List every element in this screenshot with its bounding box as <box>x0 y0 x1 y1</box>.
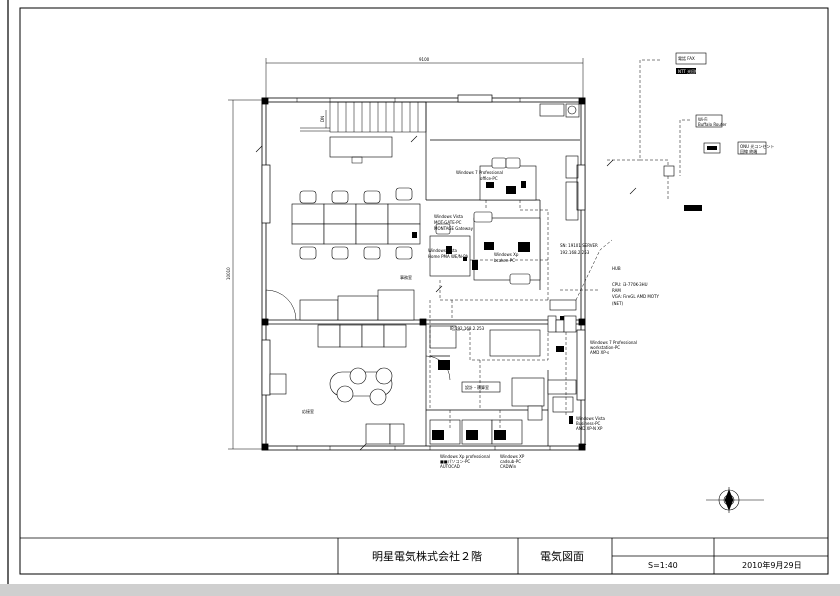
pc8-app: CADWin <box>500 464 517 469</box>
windows <box>261 94 586 401</box>
server-net: (NET) <box>612 301 624 306</box>
pc5-os: Windows 7 Professional <box>590 340 637 345</box>
dimension-height <box>228 99 262 450</box>
staircase <box>300 101 427 133</box>
office-desks <box>291 187 421 260</box>
pc3-name: Home PMA WE/N-PA <box>428 254 468 259</box>
server-ram: RAM <box>612 288 621 293</box>
title-drawing-name: 電気図面 <box>540 549 584 563</box>
fixtures-top <box>539 103 580 221</box>
server-vga: VGA: FireGL AMD MOTY <box>612 294 659 299</box>
pc7-os: Windows Xp professional <box>440 454 490 459</box>
pc5-name: workstation-PC <box>590 345 620 350</box>
pc4-name: bcaken-PC <box>494 258 515 263</box>
server-note: SN: 19101 SERVER <box>560 243 598 248</box>
cabinet <box>329 136 393 158</box>
meeting-room-label: 応接室 <box>302 408 314 414</box>
title-company: 明星電気株式会社２階 <box>372 549 482 563</box>
wall-ticks <box>296 98 551 450</box>
design-room-label: 設計・積算室 <box>465 384 489 390</box>
tel-label: 電話 FAX <box>678 55 695 61</box>
pc-labels: Windows 7 Professional office-PC Windows… <box>428 170 659 469</box>
window-bottom-bar <box>0 584 840 596</box>
ip-address-1: IP:192.168.2.253 <box>450 326 485 331</box>
outlet-marks <box>255 135 637 451</box>
phone-icon <box>412 232 417 238</box>
hub-label: HUB <box>612 266 621 271</box>
lan-label: ONU 光コンセント <box>740 143 774 149</box>
ntt-label: NTT 光回線 <box>678 68 699 74</box>
title-block <box>20 537 828 574</box>
pc6-sub: AMD XP-N XP <box>576 426 603 431</box>
ntt-label-box <box>676 68 696 74</box>
modem-icon <box>703 142 721 154</box>
pc4-os: Windows Xp <box>494 252 519 257</box>
drawing-sheet: 9100 10010 <box>0 0 840 584</box>
dimension-width <box>265 58 584 98</box>
external-devices <box>663 52 767 177</box>
router-label: Buffalo Router <box>698 122 727 127</box>
sheet-border <box>19 7 829 575</box>
hub-box <box>684 205 702 211</box>
pc2-name: MOT-GATE-PC <box>434 220 462 225</box>
pc8-name: cadsub-PC <box>500 459 521 464</box>
lan-cables <box>429 59 690 430</box>
server-cpu: CPU: i3-770K-3HU <box>612 282 648 287</box>
pc1-os: Windows 7 Professional <box>456 170 503 175</box>
office-upper-label: 事務室 <box>400 274 412 280</box>
pc8-os: Windows XP <box>500 454 525 459</box>
title-scale: S=1:40 <box>648 561 678 570</box>
pc6-os: Windows Vista <box>576 416 606 421</box>
pc7-name: ■■パソコン-PC <box>440 459 470 464</box>
pc3-os: Windows Vista <box>428 248 458 253</box>
network-rack <box>547 299 577 333</box>
north-arrow-icon <box>706 487 764 513</box>
dimension-width-label: 9100 <box>419 57 430 62</box>
cabinet-small <box>351 156 363 164</box>
design-furniture <box>511 377 577 421</box>
dimension-height-label: 10010 <box>226 267 231 280</box>
pc2-os: Windows Vista <box>434 214 464 219</box>
pc7-app: AUTOCAD <box>440 464 460 469</box>
design-room-label-box <box>461 381 501 393</box>
modem-label: 回線 終端 <box>740 148 757 154</box>
pc5-sub: AMD XP-s <box>590 350 609 355</box>
pc6-name: Business-PC <box>576 421 600 426</box>
floor-plan-canvas: 9100 10010 <box>7 0 829 584</box>
storage-shelves <box>299 289 415 321</box>
title-date: 2010年9月29日 <box>742 560 802 570</box>
pc1-name: office-PC <box>480 176 498 181</box>
ip-address-2: 192.168.2.253 <box>560 250 590 255</box>
meeting-furniture <box>269 324 407 445</box>
stair-label: DN <box>320 116 325 122</box>
door-arc <box>265 289 297 321</box>
wifi-label: Wi-Fi <box>698 117 708 122</box>
pc2-extra: MONTAGE Gateway <box>434 226 474 231</box>
